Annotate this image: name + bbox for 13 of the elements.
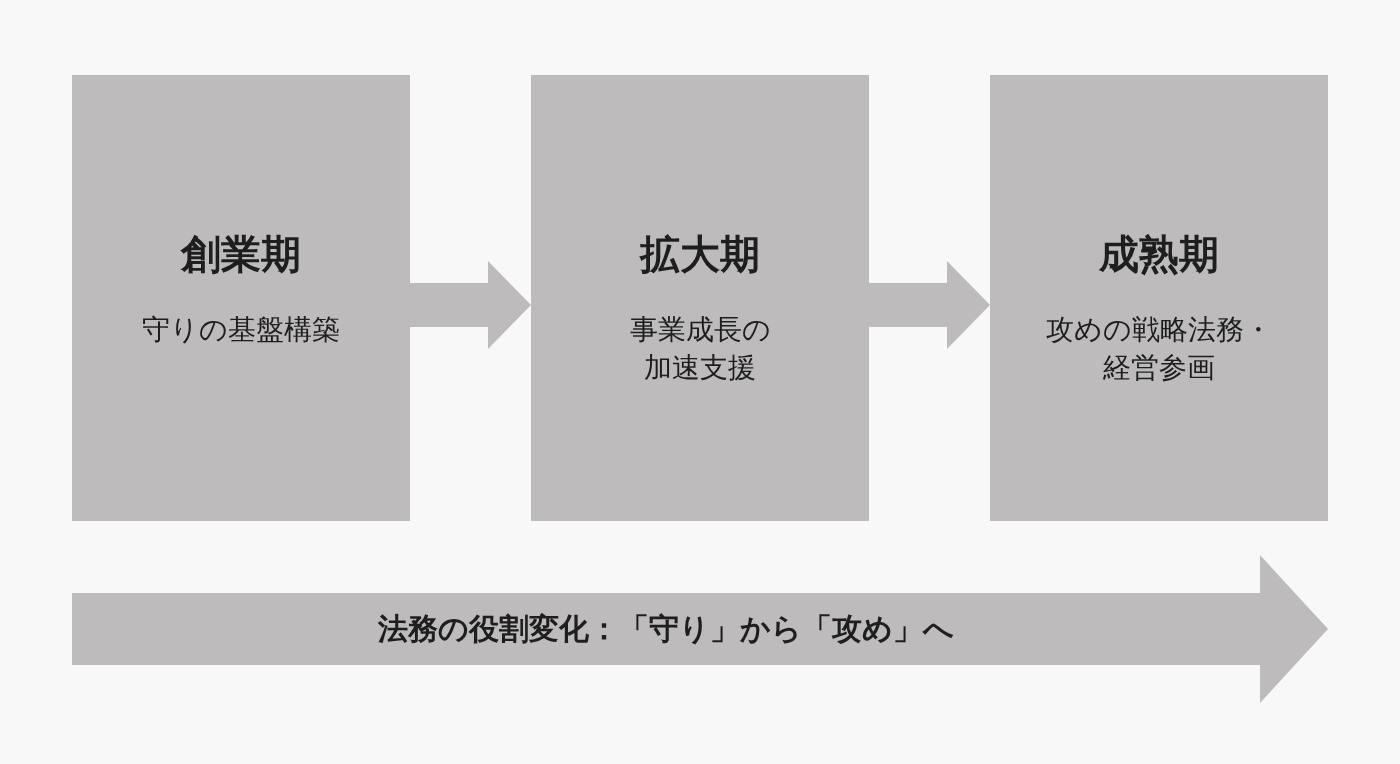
arrow [410, 261, 531, 349]
stage-title: 創業期 [179, 230, 302, 278]
arrow-label: 法務の役割変化：「守り」から「攻め」へ [377, 610, 955, 648]
stage-description: 攻めの戦略法務・経営参画 [1045, 312, 1273, 386]
stage-title: 拡大期 [638, 230, 761, 278]
stage-box [531, 75, 869, 521]
stage-box [990, 75, 1328, 521]
stage-description: 事業成長の加速支援 [628, 312, 772, 386]
stage-box [72, 75, 410, 521]
stage-description: 守りの基盤構築 [141, 312, 341, 348]
arrow [869, 261, 990, 349]
stage-title: 成熟期 [1098, 230, 1220, 278]
timeline-arrow [72, 555, 1328, 703]
